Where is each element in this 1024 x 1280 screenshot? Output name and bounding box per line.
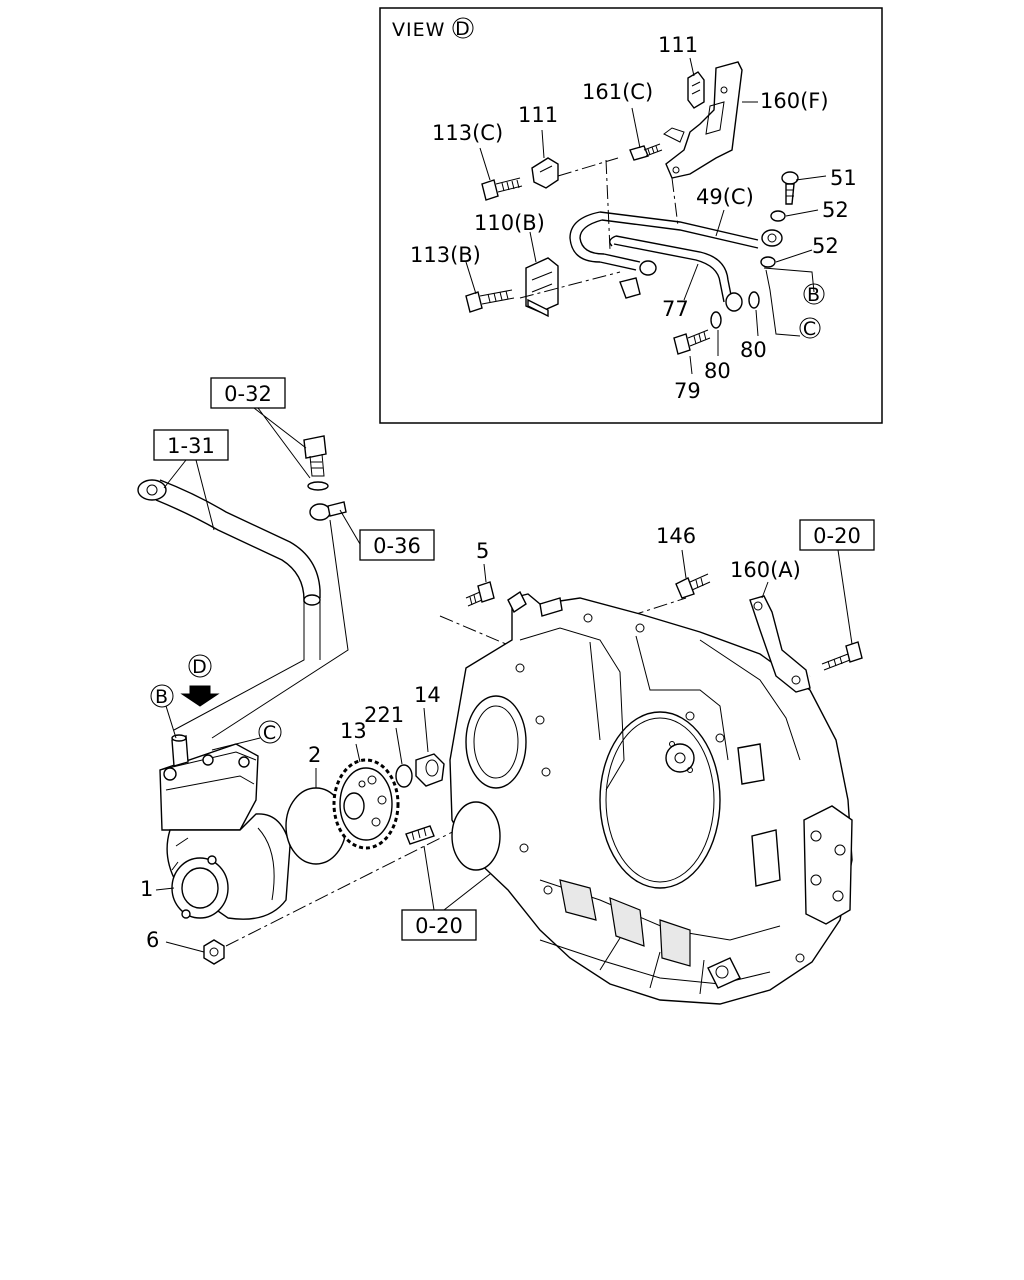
view-leaders <box>465 57 827 375</box>
hose-1-31 <box>137 479 321 606</box>
label-13: 13 <box>340 719 367 743</box>
washer-52a <box>770 210 786 222</box>
leader-6 <box>165 941 205 953</box>
clip-111-left <box>531 157 559 189</box>
circle-c-main-letter: C <box>263 722 277 744</box>
label-77: 77 <box>662 297 689 321</box>
view-arrow-d <box>180 685 220 707</box>
pipe-77 <box>609 235 743 312</box>
svg-text:0-20: 0-20 <box>813 524 861 548</box>
gear-13 <box>332 758 400 850</box>
label-2: 2 <box>308 743 321 767</box>
view-d-title: VIEW <box>392 19 445 41</box>
bracket-160a <box>749 595 811 693</box>
assembly-axis-3 <box>629 597 687 617</box>
label-5: 5 <box>476 539 489 563</box>
leader-160a <box>761 581 769 599</box>
circle-b-view <box>803 283 825 305</box>
label-111-top: 111 <box>658 33 698 57</box>
label-6: 6 <box>146 928 159 952</box>
flywheel-housing <box>449 590 853 1005</box>
label-221: 221 <box>364 703 404 727</box>
label-113c: 113(C) <box>432 121 503 145</box>
label-146: 146 <box>656 524 696 548</box>
label-160f: 160(F) <box>760 89 829 113</box>
svg-text:1-31: 1-31 <box>167 434 215 458</box>
leader-13 <box>355 743 361 763</box>
label-14: 14 <box>414 683 441 707</box>
bolt-5 <box>465 581 495 607</box>
svg-text:0-32: 0-32 <box>224 382 272 406</box>
leader-146 <box>681 549 687 579</box>
washer-52b <box>760 256 776 268</box>
circle-c-view-letter: C <box>803 318 817 340</box>
air-compressor <box>159 734 291 920</box>
label-160a: 160(A) <box>730 558 801 582</box>
clamp-110b <box>525 257 559 318</box>
nut-14 <box>415 753 445 787</box>
view-d-circle <box>452 17 474 39</box>
circle-b-view-letter: B <box>807 284 821 306</box>
nut-6 <box>203 939 225 965</box>
washer-80-right <box>748 291 760 309</box>
bolt-113c <box>481 177 523 201</box>
view-d-inset: VIEW D <box>379 7 883 424</box>
washer-80-left <box>710 311 722 329</box>
leader-0-20-right <box>837 549 853 645</box>
ref-box-1-31: 1-31 <box>153 429 229 461</box>
clip-111-top <box>687 71 705 109</box>
assembly-axis <box>225 797 521 947</box>
circle-d-main <box>188 654 212 678</box>
circle-c-view <box>799 317 821 339</box>
svg-text:0-36: 0-36 <box>373 534 421 558</box>
bracket-160f <box>663 61 743 179</box>
leader-b-main <box>165 705 177 739</box>
label-49c: 49(C) <box>696 185 754 209</box>
circle-c-main <box>258 720 282 744</box>
view-d-circle-letter: D <box>455 18 471 40</box>
stud-0-20 <box>405 825 435 845</box>
hose-line-a <box>173 602 305 731</box>
label-80-right: 80 <box>740 338 767 362</box>
bolt-0-20-right <box>821 641 863 671</box>
label-51: 51 <box>830 166 857 190</box>
label-110b: 110(B) <box>474 211 545 235</box>
ref-box-0-36: 0-36 <box>359 529 435 561</box>
label-113b: 113(B) <box>410 243 481 267</box>
circle-b-main-letter: B <box>155 686 169 708</box>
leader-5 <box>483 563 487 583</box>
pipe-49c <box>569 211 783 276</box>
leader-221 <box>395 727 403 765</box>
circle-d-main-letter: D <box>192 656 208 678</box>
assembly-axis-2 <box>439 615 521 651</box>
bolt-146 <box>675 573 711 599</box>
circle-b-main <box>150 684 174 708</box>
label-79: 79 <box>674 379 701 403</box>
svg-text:0-20: 0-20 <box>415 914 463 938</box>
ref-box-0-32: 0-32 <box>210 377 286 409</box>
hose-line-b <box>211 519 349 739</box>
leader-14 <box>423 707 429 753</box>
leader-c-main <box>211 737 261 751</box>
leader-1 <box>155 887 175 891</box>
banjo-bolt-51 <box>781 171 799 205</box>
washer-221 <box>395 764 413 788</box>
banjo-bolt-0-32 <box>303 435 329 491</box>
ref-box-0-20-right: 0-20 <box>799 519 875 551</box>
leader-1-31 <box>163 459 215 531</box>
ref-box-0-20-bottom: 0-20 <box>401 909 477 941</box>
label-161c: 161(C) <box>582 80 653 104</box>
leader-0-36 <box>339 509 361 545</box>
leader-0-32 <box>253 407 311 479</box>
label-52-lower: 52 <box>812 234 839 258</box>
bolt-161c <box>629 143 663 161</box>
label-80-left: 80 <box>704 359 731 383</box>
bolt-113b <box>465 289 515 313</box>
label-52-upper: 52 <box>822 198 849 222</box>
label-111-left: 111 <box>518 103 558 127</box>
bolt-79 <box>673 329 711 355</box>
label-1: 1 <box>140 877 153 901</box>
